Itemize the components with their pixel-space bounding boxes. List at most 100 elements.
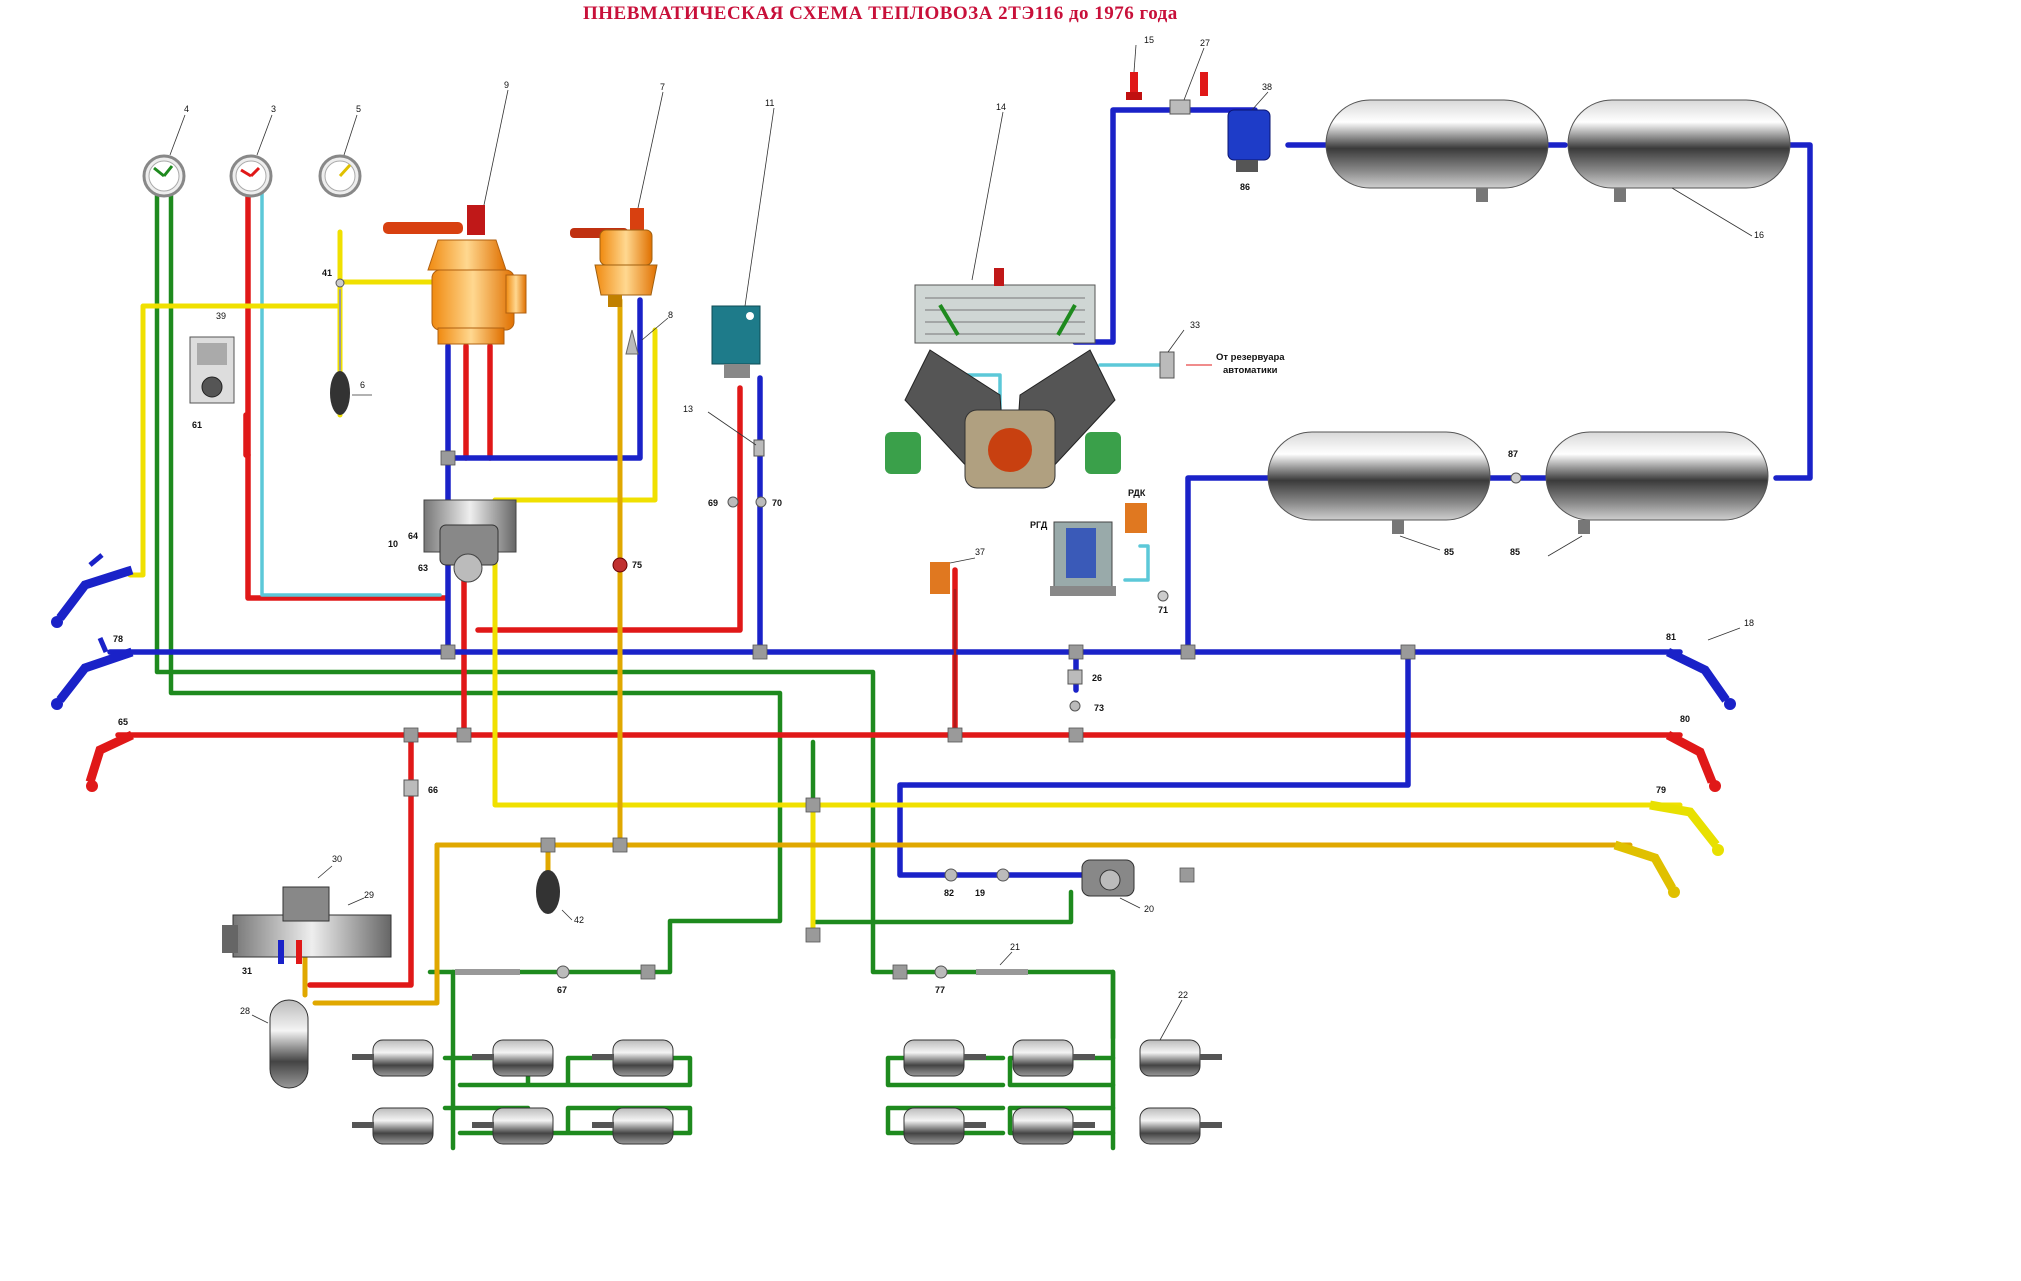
valve-66: 66 xyxy=(403,779,438,797)
valve-71: 71 xyxy=(1157,590,1169,615)
svg-text:87: 87 xyxy=(1508,449,1518,459)
brake-cylinder xyxy=(352,1107,434,1145)
svg-text:33: 33 xyxy=(1190,320,1200,330)
coupling-blue-right-81: 81 18 xyxy=(1666,618,1754,710)
gauge-3: 3 xyxy=(229,104,276,198)
main-reservoir-85: 87 85 85 xyxy=(1267,431,1769,557)
svg-text:31: 31 xyxy=(242,966,252,976)
hoses-67-77-21: 67 77 21 xyxy=(455,942,1028,995)
relay-37: 37 xyxy=(930,547,985,594)
air-distributor-10: 64 10 63 xyxy=(388,499,517,583)
svg-text:15: 15 xyxy=(1144,35,1154,45)
svg-text:86: 86 xyxy=(1240,182,1250,192)
svg-text:19: 19 xyxy=(975,888,985,898)
svg-text:18: 18 xyxy=(1744,618,1754,628)
svg-text:29: 29 xyxy=(364,890,374,900)
driver-brake-valve-9: 9 xyxy=(383,80,527,345)
valves-26-73: 26 73 xyxy=(1067,669,1104,713)
svg-text:28: 28 xyxy=(240,1006,250,1016)
svg-text:75: 75 xyxy=(632,560,642,570)
end-couplings: 78 65 81 18 80 79 xyxy=(51,553,1754,898)
diagram-title: ПНЕВМАТИЧЕСКАЯ СХЕМА ТЕПЛОВОЗА 2ТЭ116 до… xyxy=(583,3,1178,24)
svg-text:13: 13 xyxy=(683,404,693,414)
brake-cylinder xyxy=(592,1039,674,1077)
filter-8: 8 xyxy=(625,310,673,355)
svg-text:82: 82 xyxy=(944,888,954,898)
fittings xyxy=(403,450,1416,980)
svg-text:37: 37 xyxy=(975,547,985,557)
brake-line xyxy=(115,187,1683,988)
valves-82-19-20: 82 19 20 xyxy=(944,859,1154,914)
svg-text:80: 80 xyxy=(1680,714,1690,724)
coupling-yellow-right-79: 79 xyxy=(1649,785,1724,856)
svg-text:10: 10 xyxy=(388,539,398,549)
svg-text:5: 5 xyxy=(356,104,361,114)
svg-text:85: 85 xyxy=(1444,547,1454,557)
svg-text:69: 69 xyxy=(708,498,718,508)
svg-text:85: 85 xyxy=(1510,547,1520,557)
cylinder-assembly-29-30: 30 29 31 xyxy=(222,854,392,976)
brake-cylinder xyxy=(1012,1039,1095,1077)
svg-text:71: 71 xyxy=(1158,605,1168,615)
pipes xyxy=(107,107,1813,1151)
gauge-5: 5 xyxy=(318,104,362,198)
svg-text:30: 30 xyxy=(332,854,342,864)
moisture-separator-38: 38 86 xyxy=(1227,82,1272,192)
main-reservoir-16: 16 xyxy=(1325,99,1791,240)
svg-text:21: 21 xyxy=(1010,942,1020,952)
svg-text:8: 8 xyxy=(668,310,673,320)
svg-text:42: 42 xyxy=(574,915,584,925)
svg-text:16: 16 xyxy=(1754,230,1764,240)
svg-text:26: 26 xyxy=(1092,673,1102,683)
electro-pneumatic-valve-11: 11 xyxy=(711,98,775,378)
filter-33: 33 xyxy=(1159,320,1212,379)
svg-text:79: 79 xyxy=(1656,785,1666,795)
svg-text:РГД: РГД xyxy=(1030,520,1048,530)
svg-text:11: 11 xyxy=(765,98,774,108)
svg-text:67: 67 xyxy=(557,985,567,995)
brake-cylinder xyxy=(903,1107,986,1145)
brake-cylinder xyxy=(1012,1107,1095,1145)
brake-cylinder xyxy=(1139,1039,1222,1077)
coupling-red-left-65: 65 xyxy=(85,717,134,792)
svg-text:27: 27 xyxy=(1200,38,1210,48)
svg-text:7: 7 xyxy=(660,82,665,92)
svg-text:6: 6 xyxy=(360,380,365,390)
pressure-relay-rdk: РДК xyxy=(1125,488,1147,533)
brake-cylinders: 22 xyxy=(352,990,1222,1145)
gauge-4: 4 xyxy=(142,104,189,198)
svg-text:77: 77 xyxy=(935,985,945,995)
coupling-orange-right xyxy=(1613,840,1680,898)
brake-cylinder xyxy=(352,1039,434,1077)
valve-13: 13 xyxy=(683,404,765,457)
svg-text:63: 63 xyxy=(418,563,428,573)
svg-text:38: 38 xyxy=(1262,82,1272,92)
svg-text:39: 39 xyxy=(216,311,226,321)
svg-text:73: 73 xyxy=(1094,703,1104,713)
svg-text:81: 81 xyxy=(1666,632,1676,642)
svg-text:70: 70 xyxy=(772,498,782,508)
valve-41: 41 xyxy=(322,268,345,288)
svg-text:66: 66 xyxy=(428,785,438,795)
brake-cylinder xyxy=(592,1107,674,1145)
svg-text:14: 14 xyxy=(996,102,1006,112)
svg-text:9: 9 xyxy=(504,80,509,90)
svg-text:РДК: РДК xyxy=(1128,488,1146,498)
reservoir-6: 6 xyxy=(330,371,372,415)
brake-cylinder xyxy=(472,1107,554,1145)
svg-text:3: 3 xyxy=(271,104,276,114)
brake-cylinder xyxy=(472,1039,554,1077)
auxiliary-brake-valve-7: 7 xyxy=(570,82,665,307)
compressor-14: 14 xyxy=(885,102,1121,489)
check-valve-27: 27 xyxy=(1169,38,1210,115)
svg-text:65: 65 xyxy=(118,717,128,727)
source-label-line1: От резервуара xyxy=(1216,352,1285,363)
valve-75: 75 xyxy=(612,557,642,573)
svg-text:20: 20 xyxy=(1144,904,1154,914)
equalizing-line xyxy=(127,229,1683,938)
reservoir-28: 28 xyxy=(240,999,309,1089)
brake-cylinder xyxy=(1139,1107,1222,1145)
coupling-blue-left-78: 78 xyxy=(51,634,134,710)
svg-text:78: 78 xyxy=(113,634,123,644)
